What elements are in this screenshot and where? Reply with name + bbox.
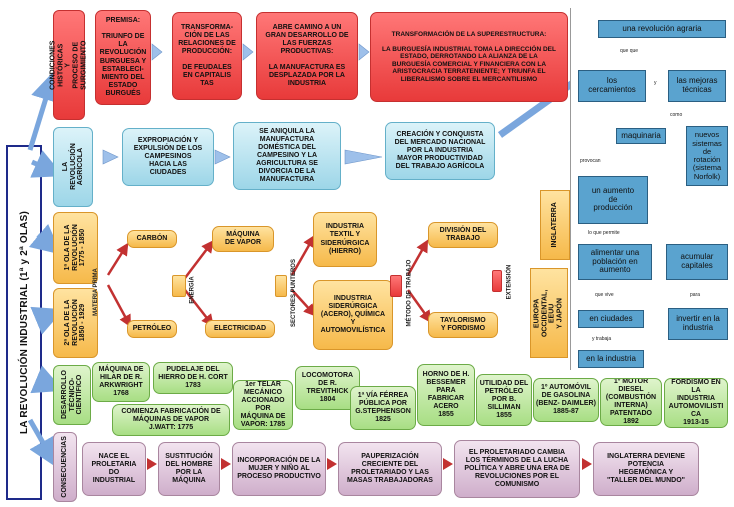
inset-link-lo-que-permite: lo que permite — [588, 230, 620, 236]
inset-alimentar: alimentar una población en aumento — [578, 244, 652, 280]
box-division: DIVISIÓN DEL TRABAJO — [428, 222, 498, 248]
box-taylorismo: TAYLORISMO Y FORDISMO — [428, 312, 498, 338]
dev-item-trevithick: LOCOMOTORA DE R. TREVITHICK 1804 — [295, 366, 360, 410]
inset-link-como: como — [670, 112, 683, 118]
inset-industria-left: en la industria — [578, 350, 644, 368]
cons-item-comunismo: EL PROLETARIADO CAMBIA LOS TÉRMINOS DE L… — [454, 440, 580, 498]
inset-maquinaria: maquinaria — [616, 128, 666, 144]
dev-item-benz: 1º AUTOMÓVIL DE GASOLINA (BENZ- DAIMLER)… — [533, 378, 599, 422]
extension-shape — [492, 270, 502, 292]
sectores-shape — [275, 275, 287, 297]
box-textil: INDUSTRIA TEXTIL Y SIDERÚRGICA (HIERRO) — [313, 212, 377, 267]
cons-item-inglaterra: INGLATERRA DEVIENE POTENCIA HEGEMÓNICA Y… — [593, 442, 699, 496]
energia-shape — [172, 275, 186, 297]
box-transformacion: TRANSFORMA- CIÓN DE LAS RELACIONES DE PR… — [172, 12, 242, 100]
inset-ciudades: en ciudades — [578, 310, 644, 328]
box-inglaterra: INGLATERRA — [540, 190, 570, 260]
inset-link-que-que: que que — [620, 48, 639, 54]
inset-link-para: para — [690, 292, 701, 298]
box-europa: EUROPA OCCIDENTAL, EEUU Y JAPÓN — [530, 268, 568, 358]
box-carbon: CARBÓN — [127, 230, 177, 248]
dev-item-stephenson: 1ª VÍA FÉRREA PÚBLICA POR G.STEPHENSON 1… — [350, 386, 416, 430]
inset-link-y: y — [654, 80, 657, 86]
dev-item-silliman: UTILIDAD DEL PETRÓLEO POR B. SILLIMAN 18… — [476, 374, 532, 426]
cons-item-mujer-nino: INCORPORACIÓN DE LA MUJER Y NIÑO AL PROC… — [232, 442, 326, 496]
inset-link-provocan: provocan — [580, 158, 601, 164]
label-extension: EXTENSIÓN — [506, 264, 512, 300]
label-consecuencias: CONSECUENCIAS — [53, 432, 77, 502]
box-expropiacion: EXPROPIACIÓN Y EXPULSIÓN DE LOS CAMPESIN… — [122, 128, 214, 186]
cons-item-pauperizacion: PAUPERIZACIÓN CRECIENTE DEL PROLETARIADO… — [338, 442, 442, 496]
branch-arrow-condiciones — [27, 70, 60, 151]
label-agricola: LA REVOLUCIÓN AGRÍCOLA — [53, 127, 93, 207]
inset-link-y-trabaja: y trabaja — [592, 336, 612, 342]
dev-item-diesel: 1º MOTOR DIESEL (COMBUSTIÓN INTERNA) PAT… — [600, 378, 662, 426]
box-superestructura: TRANSFORMACIÓN DE LA SUPERESTRUCTURA: LA… — [370, 12, 568, 102]
inset-rotacion: nuevos sistemas de rotación (sistema Nor… — [686, 126, 728, 186]
label-energia: ENERGÍA — [190, 276, 196, 304]
label-ola2: 2ª OLA DE LA REVOLUCIÓN 1850 - 1929 — [53, 288, 98, 358]
dev-item-arkwright: MÁQUINA DE HILAR DE R. ARKWRIGHT 1768 — [92, 362, 150, 402]
metodo-shape — [390, 275, 402, 297]
box-electricidad: ELECTRICIDAD — [205, 320, 275, 338]
dev-item-bessemer: HORNO DE H. BESSEMER PARA FABRICAR ACERO… — [417, 364, 475, 426]
inset-link-que-vive: que vive — [595, 292, 614, 298]
cons-item-sustitucion: SUSTITUCIÓN DEL HOMBRE POR LA MÁQUINA — [158, 442, 220, 496]
box-fuerzas: ABRE CAMINO A UN GRAN DESARROLLO DE LAS … — [256, 12, 358, 100]
label-metodo: MÉTODO DE TRABAJO — [406, 259, 412, 327]
box-petroleo: PETRÓLEO — [127, 320, 177, 338]
label-sectores: SECTORES PUNTEROS — [291, 259, 297, 327]
dev-item-telar: 1er TELAR MECÁNICO ACCIONADO POR MÁQUINA… — [233, 380, 293, 430]
cons-item-proletariado: NACE EL PROLETARIA DO INDUSTRIAL — [82, 442, 146, 496]
box-siderurgica: INDUSTRIA SIDERÚRGICA (ACERO), QUÍMICA Y… — [313, 280, 393, 350]
dev-item-cort: PUDELAJE DEL HIERRO DE H. CORT 1783 — [153, 362, 233, 394]
inset-aumento: un aumento de producción — [578, 176, 648, 224]
label-materia-prima: MATERIA PRIMA — [93, 268, 100, 316]
box-maquina-vapor: MÁQUINA DE VAPOR — [212, 226, 274, 252]
inset-mejoras: las mejoras técnicas — [668, 70, 726, 102]
dev-item-fordismo: FORDISMO EN LA INDUSTRIA AUTOMOVILISTI C… — [664, 378, 728, 428]
inset-agraria: una revolución agraria — [598, 20, 726, 38]
main-title: LA REVOLUCIÓN INDUSTRIAL (1ª y 2ª OLAS) — [6, 145, 42, 500]
box-aniquila: SE ANIQUILA LA MANUFACTURA DOMÉSTICA DEL… — [233, 122, 341, 190]
label-desarrollo: DESARROLLO TÉCNICO- CIENTÍFICO — [53, 365, 91, 425]
inset-cercamientos: los cercamientos — [578, 70, 646, 102]
box-mercado: CREACIÓN Y CONQUISTA DEL MERCADO NACIONA… — [385, 122, 495, 180]
label-condiciones: CONDICIONES HISTÓRICAS Y PROCESO DE SURG… — [50, 10, 88, 120]
box-premisa: PREMISA: TRIUNFO DE LA REVOLUCIÓN BURGUE… — [95, 10, 151, 105]
dev-item-watt: COMIENZA FABRICACIÓN DE MÁQUINAS DE VAPO… — [112, 404, 230, 436]
inset-acumular: acumular capitales — [666, 244, 728, 280]
inset-invertir: invertir en la industria — [668, 308, 728, 340]
label-ola1: 1ª OLA DE LA REVOLUCIÓN 1775 - 1850 — [53, 212, 98, 284]
